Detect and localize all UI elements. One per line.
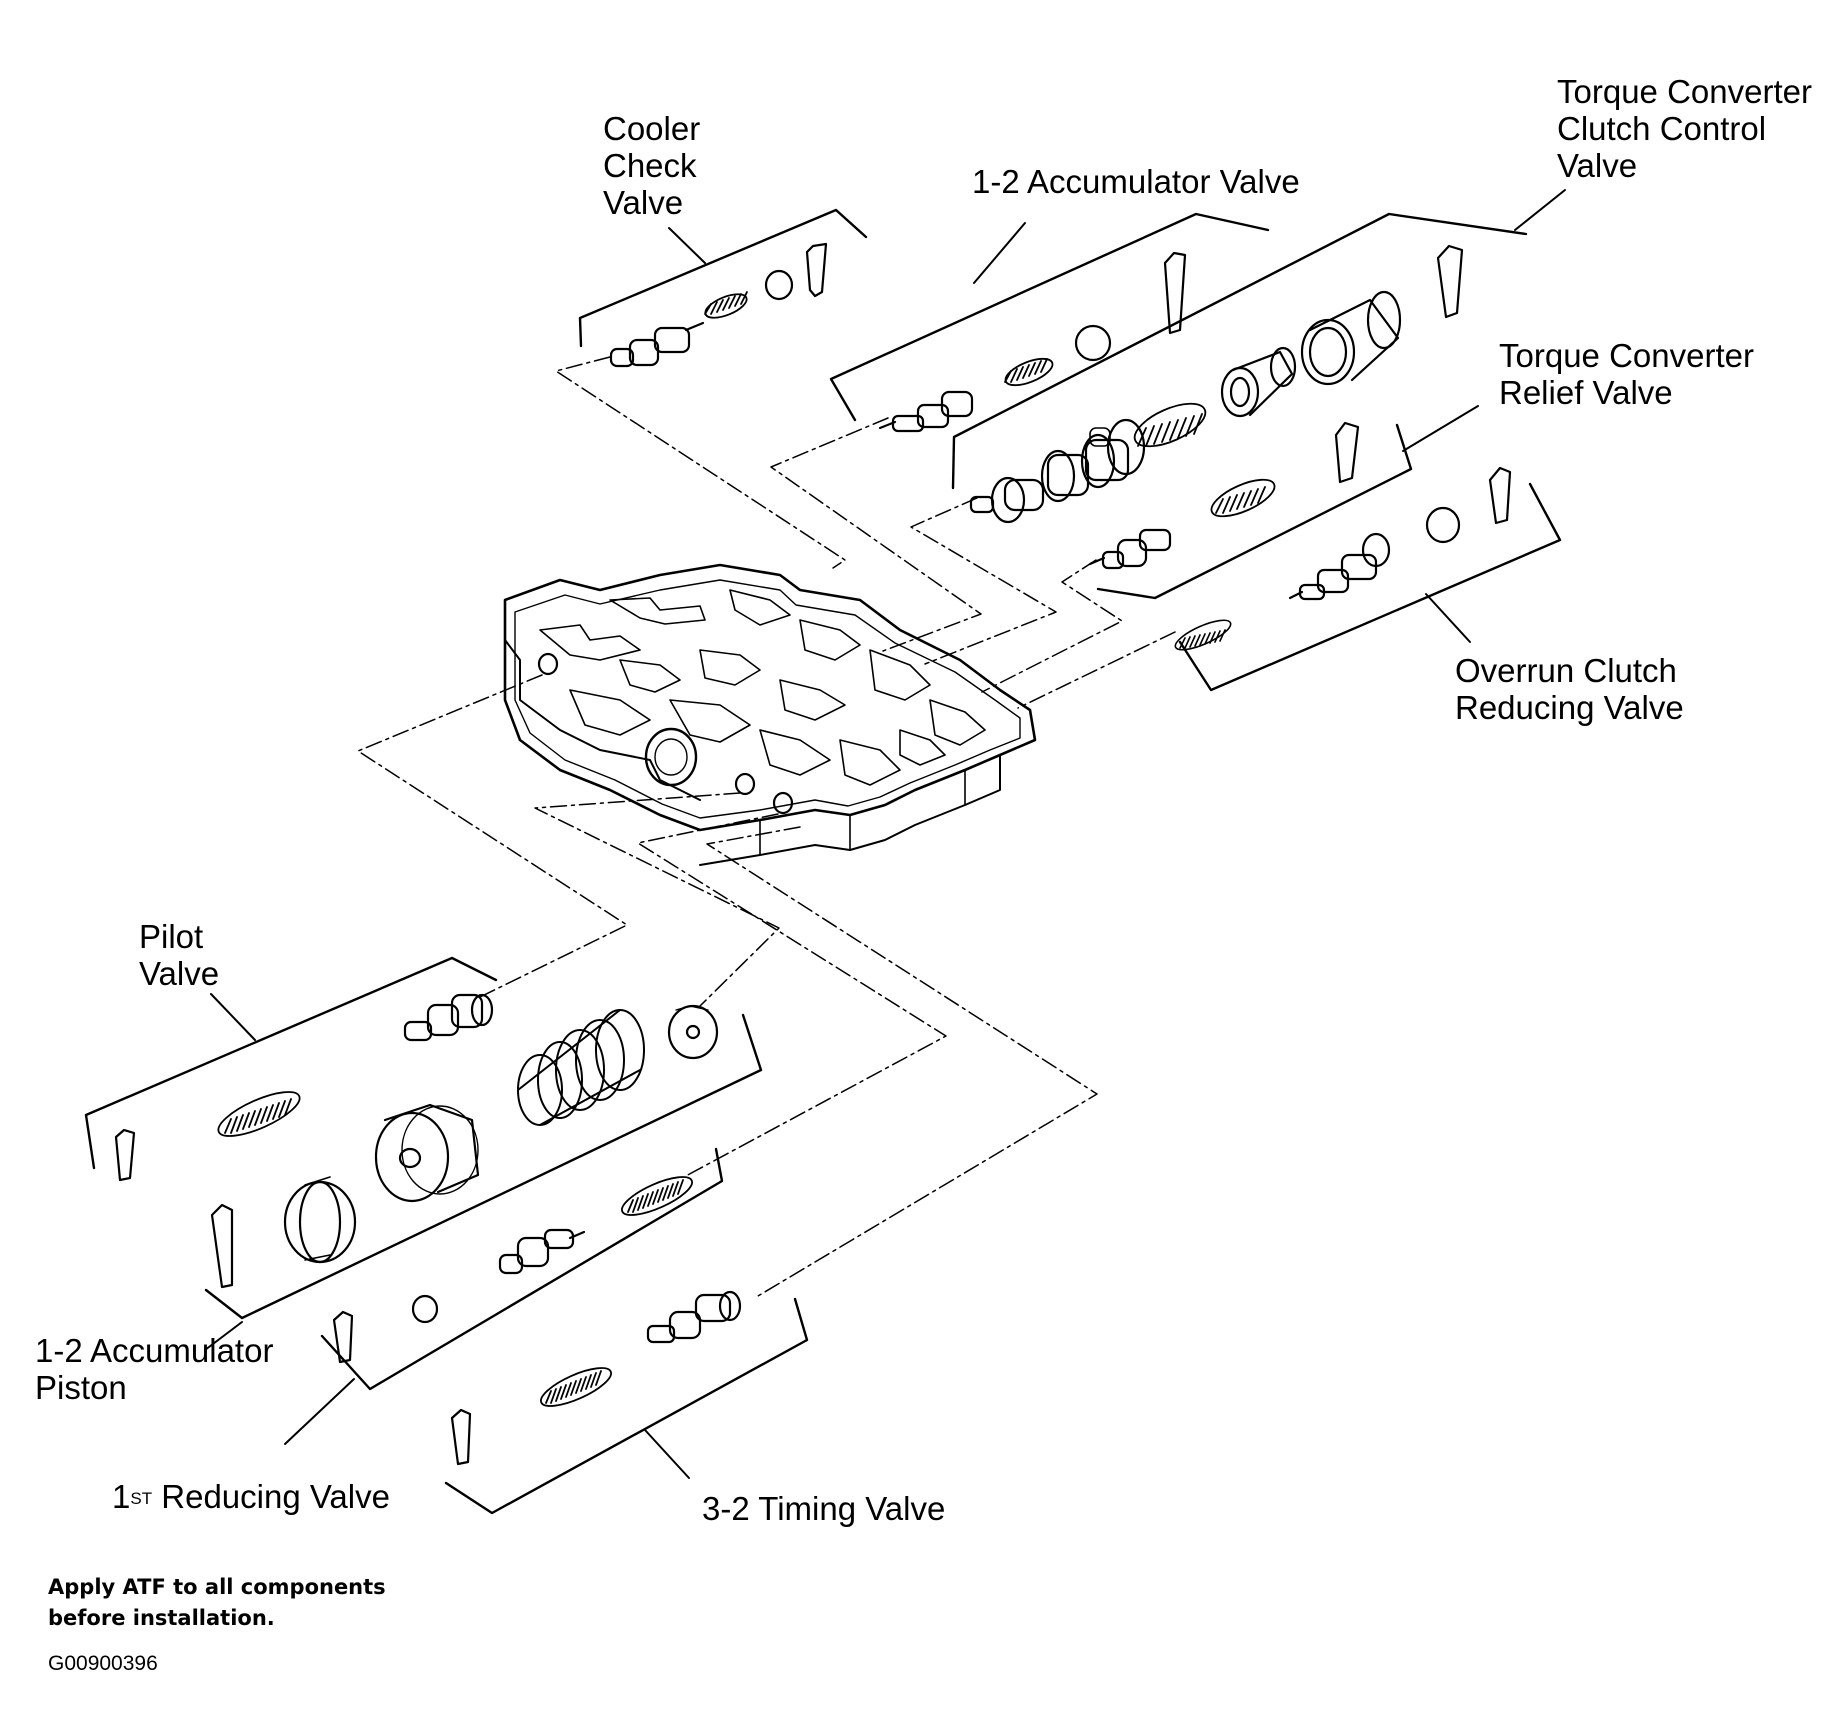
label-timing-valve: 3-2 Timing Valve <box>702 1490 946 1527</box>
tcc-control-valve-group <box>953 190 1565 522</box>
label-tc-relief-valve: Torque Converter Relief Valve <box>1499 337 1754 411</box>
accumulator-piston-seal <box>669 1006 717 1058</box>
tcc-control-spring <box>1129 395 1211 455</box>
cooler-check-retainer <box>807 244 826 296</box>
accumulator-piston <box>285 1177 355 1262</box>
tc-relief-retainer <box>1336 423 1358 482</box>
accumulator-piston-group <box>205 1006 761 1350</box>
tc-relief-valve-group <box>1090 406 1478 598</box>
accumulator-valve-spring <box>1002 353 1056 390</box>
cooler-check-valve <box>611 323 703 366</box>
figure-code: G00900396 <box>48 1652 158 1675</box>
label-tcc-control-valve: Torque Converter Clutch Control Valve <box>1557 73 1812 184</box>
cooler-check-plug <box>766 271 792 299</box>
tcc-control-retainer <box>1438 246 1462 317</box>
accumulator-piston-retainer <box>212 1205 232 1287</box>
accumulator-valve <box>880 392 972 431</box>
tcc-control-valve <box>971 420 1144 522</box>
first-reducing-retainer <box>334 1312 352 1362</box>
pilot-valve-group <box>86 958 496 1180</box>
overrun-clutch-spring <box>1172 615 1234 656</box>
accumulator-piston-spring <box>518 1010 644 1125</box>
accumulator-valve-plug <box>1076 326 1110 360</box>
timing-valve-group <box>446 1292 807 1513</box>
first-reducing-valve-group <box>285 1149 722 1444</box>
accumulator-valve-retainer <box>1165 253 1185 333</box>
installation-note: Apply ATF to all components before insta… <box>48 1575 386 1630</box>
overrun-clutch-valve <box>1290 534 1389 599</box>
timing-valve-spring <box>536 1361 615 1414</box>
label-overrun-clutch-valve: Overrun Clutch Reducing Valve <box>1455 652 1684 726</box>
label-accumulator-piston: 1-2 Accumulator Piston <box>35 1332 274 1406</box>
tc-relief-valve <box>1090 530 1170 568</box>
first-reducing-valve <box>500 1230 584 1273</box>
label-accumulator-valve: 1-2 Accumulator Valve <box>972 163 1300 200</box>
pilot-valve <box>405 995 492 1040</box>
cooler-check-valve-group <box>580 210 866 366</box>
first-reducing-plug <box>413 1296 437 1322</box>
cooler-check-spring <box>702 289 750 322</box>
tcc-control-sleeve <box>1222 348 1295 416</box>
overrun-clutch-retainer <box>1490 468 1510 523</box>
valve-body <box>505 565 1035 865</box>
label-pilot-valve: Pilot Valve <box>139 918 220 992</box>
connector-lines <box>358 357 1175 1296</box>
pilot-valve-retainer <box>116 1130 134 1180</box>
pilot-valve-spring <box>213 1083 305 1144</box>
tc-relief-spring <box>1207 472 1280 523</box>
first-reducing-spring <box>617 1170 696 1223</box>
timing-valve <box>648 1292 740 1342</box>
tcc-control-bushing <box>1302 292 1400 384</box>
overrun-clutch-valve-group <box>1172 468 1560 690</box>
accumulator-valve-group <box>831 214 1268 431</box>
overrun-clutch-plug <box>1427 508 1459 542</box>
timing-valve-retainer <box>452 1410 470 1464</box>
label-cooler-check-valve: Cooler Check Valve <box>603 110 701 221</box>
label-first-reducing-valve: 1ST Reducing Valve <box>112 1478 390 1515</box>
accumulator-piston-cup <box>376 1105 478 1201</box>
